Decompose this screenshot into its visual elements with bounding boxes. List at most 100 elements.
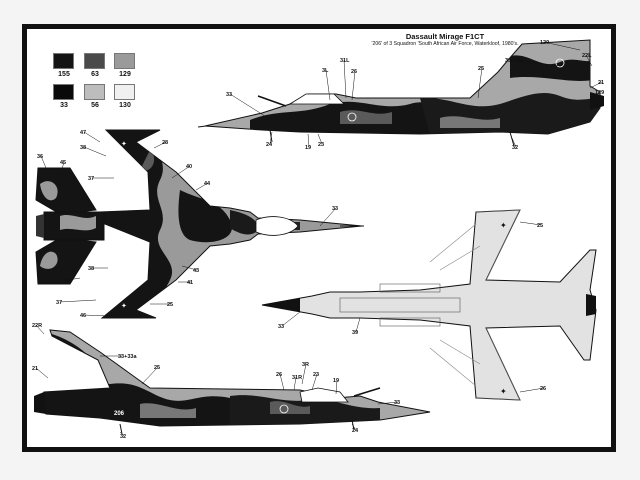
callout-leader-line <box>519 221 542 226</box>
color-code-155: 155 <box>58 71 70 78</box>
color-swatch-155 <box>53 53 74 69</box>
callout-leader-line <box>83 131 101 143</box>
bottom-view: ✦ ✦ <box>261 209 597 401</box>
callout-leader-line <box>325 69 331 101</box>
callout-leader-line <box>335 379 338 395</box>
callout-label-right-side: 24 <box>352 428 359 434</box>
callout-label-left-side: 21 <box>598 80 604 86</box>
top-view: ✦ ✦ <box>35 129 364 319</box>
color-code-56: 56 <box>91 102 99 109</box>
callout-label-left-side: 24 <box>266 142 273 148</box>
callout-label-right-side: 31R <box>292 375 302 381</box>
callout-leader-line <box>59 161 65 177</box>
left-side-canopy-icon <box>288 93 345 105</box>
callout-label-left-side: 129 <box>595 90 604 96</box>
callout-leader-line <box>591 91 600 101</box>
bottom-view-nose-icon <box>262 298 300 312</box>
callout-label-right-side: 32 <box>120 434 126 440</box>
callout-label-right-side: 33 <box>394 400 400 406</box>
callout-label-bottom: 25 <box>537 223 543 229</box>
callout-leader-line <box>351 70 356 101</box>
callout-label-top: 42 <box>64 278 70 284</box>
top-view-canopy-icon <box>255 216 299 236</box>
callout-label-left-side: 19 <box>305 145 311 151</box>
color-code-63: 63 <box>91 71 99 78</box>
right-side-canopy-icon <box>299 387 349 403</box>
callout-leader-line <box>141 366 159 385</box>
callout-leader-line <box>293 376 297 391</box>
callout-label-left-side: 25 <box>478 66 484 72</box>
callout-leader-line <box>508 59 561 67</box>
callout-label-bottom: 33 <box>278 324 284 330</box>
color-swatch-129 <box>114 53 135 69</box>
callout-leader-line <box>83 146 107 157</box>
callout-leader-line <box>35 324 45 335</box>
callout-leader-line <box>279 373 285 391</box>
callout-label-left-side: 23 <box>318 142 324 148</box>
left-side-camouflage <box>250 55 600 134</box>
callout-leader-line <box>343 59 347 99</box>
callout-label-top: 47 <box>80 130 86 136</box>
aircraft-title: Dassault Mirage F1CT <box>405 32 485 41</box>
callout-label-left-side: 33 <box>226 92 232 98</box>
callout-leader-line <box>269 131 273 145</box>
callout-leader-line <box>311 373 318 391</box>
color-code-130: 130 <box>119 102 131 109</box>
right-side-serial-206: 206 <box>114 411 125 417</box>
color-code-129: 129 <box>119 71 131 78</box>
callout-leader-line <box>351 423 357 431</box>
callout-label-right-side: 33+33a <box>118 354 137 360</box>
right-side-fin-roundel-icon <box>75 351 85 361</box>
callout-leader-line <box>153 141 167 149</box>
callout-leader-line <box>317 133 323 145</box>
callout-leader-line <box>59 299 97 303</box>
callout-label-top: 46 <box>80 313 86 319</box>
right-side-view: 206 <box>34 329 431 435</box>
top-view-exhaust-icon <box>36 214 44 238</box>
callout-leader-line <box>543 41 581 51</box>
color-swatch-56 <box>84 84 105 100</box>
callout-leader-line <box>477 67 483 99</box>
callout-label-left-side: 26 <box>351 69 357 75</box>
left-side-fin-roundel-icon <box>555 58 565 68</box>
callout-leader-line <box>319 207 337 227</box>
callout-leader-line <box>377 401 399 405</box>
callout-label-right-side: 19 <box>333 378 339 384</box>
callout-label-top: 41 <box>187 280 193 286</box>
callout-label-left-side: 32 <box>512 145 518 151</box>
callout-label-left-side: 31L <box>340 58 350 64</box>
left-side-refuel-probe <box>257 95 287 107</box>
left-side-exhaust-icon <box>590 92 604 110</box>
callout-label-top: 43 <box>193 268 199 274</box>
callout-label-right-side: 25 <box>154 365 160 371</box>
color-swatch-130 <box>114 84 135 100</box>
bottom-view-roundel-upper-icon: ✦ <box>500 221 507 230</box>
callout-label-top: 36 <box>37 154 43 160</box>
callout-leader-line <box>195 182 209 191</box>
callout-label-right-side: 3R <box>302 362 309 368</box>
callout-leader-line <box>119 431 125 437</box>
color-code-33: 33 <box>60 102 68 109</box>
callout-label-left-side: 33+33a <box>505 58 524 64</box>
callout-leader-line <box>281 311 301 327</box>
callout-leader-line <box>181 265 198 271</box>
callout-leader-line <box>511 137 517 148</box>
callout-label-top: 37 <box>56 300 62 306</box>
callout-leader-line <box>171 165 191 179</box>
callout-label-top: 45 <box>60 160 66 166</box>
callout-leader-line <box>589 81 603 89</box>
svg-text:✦: ✦ <box>121 140 127 148</box>
callout-leader-line <box>585 54 593 67</box>
bottom-view-exhaust-icon <box>586 294 596 316</box>
callout-label-right-side: 21 <box>32 366 38 372</box>
aircraft-subtitle: '206' of 3 Squadron 'South African Air F… <box>371 41 519 47</box>
callout-leader-line <box>40 155 47 169</box>
callout-leader-line <box>519 387 545 393</box>
callout-label-right-side: 26 <box>276 372 282 378</box>
color-swatch-63 <box>84 53 105 69</box>
callout-leader-line <box>307 133 310 148</box>
svg-text:✦: ✦ <box>121 302 127 310</box>
callout-label-top: 40 <box>186 164 192 170</box>
